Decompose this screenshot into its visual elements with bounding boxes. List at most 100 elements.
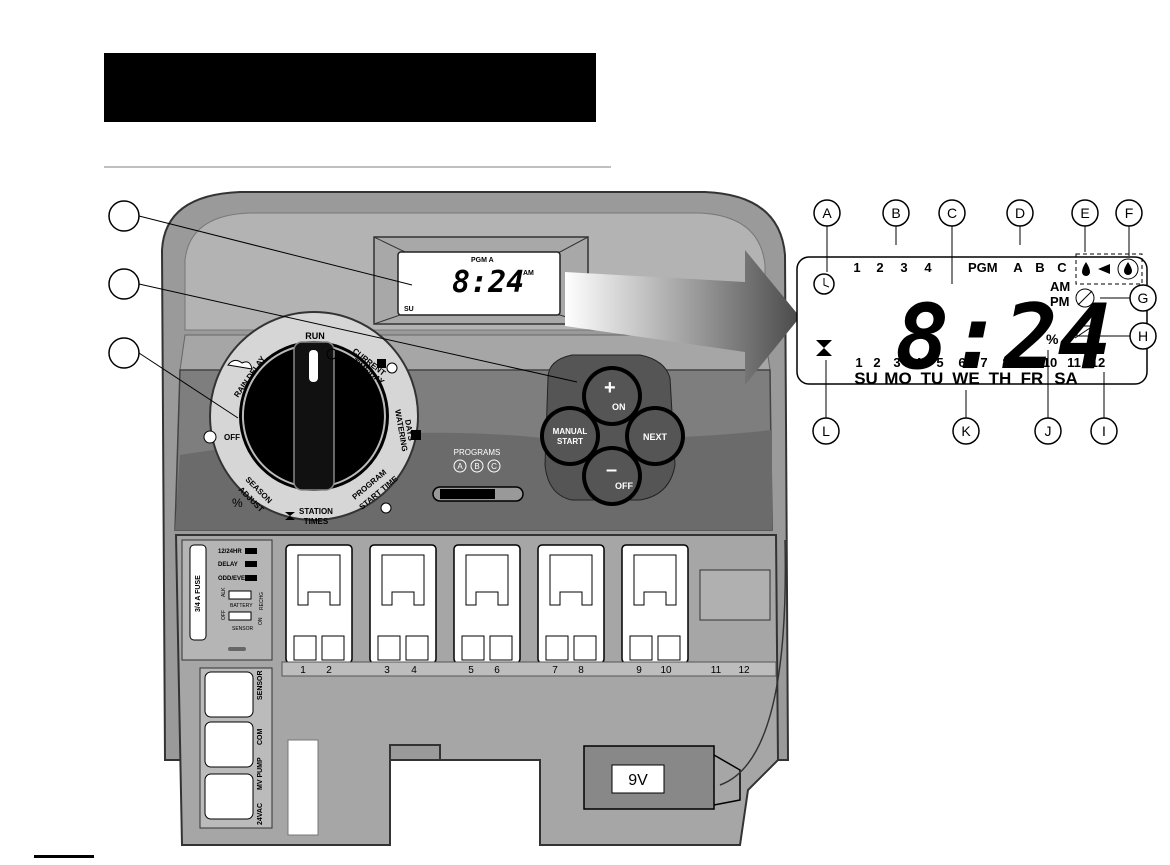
callout-l: L — [812, 360, 840, 445]
manual-start-button[interactable]: MANUAL START — [540, 406, 600, 466]
svg-text:J: J — [1045, 423, 1052, 439]
station-module — [537, 544, 605, 664]
callout-a: A — [813, 199, 841, 272]
programs-title: PROGRAMS — [454, 448, 501, 457]
dial-station-1: STATION — [299, 507, 333, 516]
lcd-top-number: 1 — [853, 260, 860, 275]
lcd-am: AM — [1050, 279, 1070, 294]
on-button[interactable]: + ON — [582, 366, 642, 426]
programs-selector[interactable]: PROGRAMS A B C — [432, 448, 524, 502]
terminal-com-label: COM — [257, 729, 264, 746]
small-display: PGM A 8:24 AM SU — [373, 236, 589, 325]
callout-g: G — [1100, 284, 1157, 312]
sprinkler-off-icon — [203, 430, 217, 444]
on-button-sign: + — [604, 377, 616, 399]
battery-9v-label: 9V — [628, 772, 648, 789]
svg-text:L: L — [822, 423, 830, 439]
on-button-label: ON — [612, 402, 626, 412]
switch-odd-even: ODD/EVEN — [218, 576, 249, 582]
wiring-compartment: 3/4 A FUSE 12/24HR DELAY ODD/EVEN ALK RE… — [174, 534, 787, 846]
watering-days-calendar-icon — [411, 430, 421, 440]
callout-b: B — [882, 199, 910, 245]
dial-station-2: TIMES — [304, 517, 329, 526]
hourglass-icon — [285, 512, 295, 520]
svg-text:B: B — [891, 205, 900, 221]
station-module — [453, 544, 521, 664]
small-time: 8:24 — [452, 265, 524, 300]
off-button-label: OFF — [615, 481, 633, 491]
lcd-station-number: 8 — [1002, 355, 1009, 370]
callout-h: H — [1100, 322, 1157, 350]
terminal-station-number: 1 — [300, 665, 306, 676]
lcd-program-letter: A — [1013, 260, 1023, 275]
lcd-day: SA — [1054, 369, 1078, 388]
lcd-station-number: 6 — [958, 355, 965, 370]
lcd-top-number: 4 — [924, 260, 932, 275]
lcd-station-number: 3 — [893, 355, 900, 370]
battery-label: BATTERY — [230, 603, 253, 609]
lcd-day: TU — [921, 369, 944, 388]
on-switch-label: ON — [258, 617, 264, 625]
lcd-program-letter: B — [1035, 260, 1044, 275]
lcd-program-letter: C — [1057, 260, 1067, 275]
manual-label-2: START — [557, 437, 583, 446]
lcd-pgm-label: PGM — [968, 260, 998, 275]
arrow-left-icon — [1094, 264, 1110, 274]
svg-text:F: F — [1125, 205, 1134, 221]
start-time-clock-icon — [380, 502, 392, 514]
lcd-hourglass-icon — [816, 340, 832, 356]
program-option-c: C — [491, 462, 497, 471]
switch-delay: DELAY — [218, 562, 238, 568]
off-switch-label: OFF — [221, 610, 227, 620]
terminal-sensor-label: SENSOR — [257, 670, 264, 700]
terminal-station-number: 8 — [578, 665, 584, 676]
small-pgm-label: PGM A — [471, 257, 494, 264]
footer-mark — [34, 855, 94, 858]
dial-off-label: OFF — [224, 433, 240, 442]
station-module — [285, 544, 353, 664]
lcd-top-number: 2 — [876, 260, 883, 275]
lcd-station-number: 4 — [914, 355, 922, 370]
terminal-station-number: 3 — [384, 665, 390, 676]
terminal-station-number: 7 — [552, 665, 558, 676]
svg-text:H: H — [1138, 328, 1148, 344]
mode-dial[interactable]: RUN CURRENT TIME/DAY WATERING DAYS PROGR… — [203, 311, 421, 526]
terminal-station-number: 12 — [738, 665, 750, 676]
next-button[interactable]: NEXT — [625, 406, 685, 466]
lcd-station-number: 9 — [1024, 355, 1031, 370]
terminal-station-number: 2 — [326, 665, 332, 676]
calendar-icon — [377, 359, 386, 368]
terminal-station-number: 4 — [411, 665, 417, 676]
station-module — [621, 544, 689, 664]
small-day: SU — [404, 306, 414, 313]
small-ampm: AM — [523, 270, 534, 277]
callout-d: D — [1006, 199, 1034, 245]
terminal-station-number: 6 — [494, 665, 500, 676]
lcd-station-number: 1 — [855, 355, 862, 370]
terminal-station-number: 10 — [660, 665, 672, 676]
lcd-day: MO — [884, 369, 911, 388]
off-button[interactable]: – OFF — [582, 446, 642, 506]
terminal-station-number: 11 — [711, 665, 722, 676]
lcd-station-number: 5 — [936, 355, 943, 370]
lcd-day: TH — [989, 369, 1012, 388]
svg-text:I: I — [1102, 423, 1106, 439]
station-modules — [285, 544, 771, 664]
callout-f: F — [1115, 199, 1143, 256]
program-option-b: B — [474, 462, 479, 471]
terminal-station-number: 5 — [468, 665, 474, 676]
header-bar — [104, 53, 596, 122]
battery-wire — [719, 539, 787, 786]
dial-run-label: RUN — [305, 331, 325, 341]
svg-text:A: A — [822, 205, 832, 221]
terminal-24vac-label: 24VAC — [257, 803, 264, 825]
svg-text:D: D — [1015, 205, 1025, 221]
empty-slot — [699, 569, 771, 621]
rain-cloud-icon — [227, 359, 253, 370]
svg-text:G: G — [1138, 290, 1149, 306]
